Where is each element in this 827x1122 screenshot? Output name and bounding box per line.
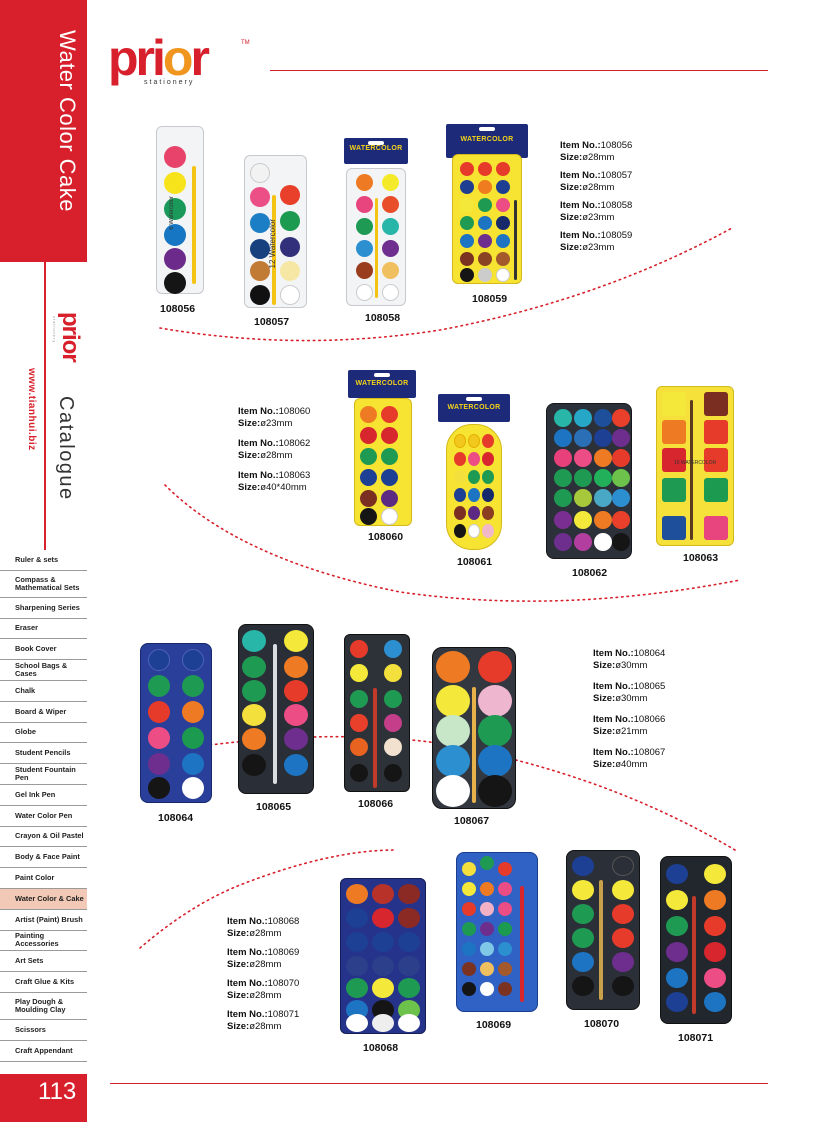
product-code: 108068 xyxy=(363,1042,399,1054)
product-code: 108060 xyxy=(368,531,404,543)
nav-item-body-paint[interactable]: Body & Face Paint xyxy=(0,847,87,869)
sidebar-red-band xyxy=(0,0,87,262)
nav-item-fountain-pen[interactable]: Student Fountain Pen xyxy=(0,764,87,785)
nav-item-globe[interactable]: Globe xyxy=(0,723,87,744)
sidebar-brand-sub: stationery xyxy=(52,316,57,344)
sidebar-brand-logo: prior xyxy=(57,312,84,362)
product-code: 108069 xyxy=(476,1019,512,1031)
product-108066[interactable] xyxy=(344,628,410,792)
nav-item-sharpening[interactable]: Sharpening Series xyxy=(0,598,87,619)
header-rule xyxy=(270,70,768,71)
tray-print: 6 Watercolor xyxy=(169,196,175,230)
product-code: 108061 xyxy=(457,556,493,568)
product-code: 108065 xyxy=(256,801,292,813)
product-108058[interactable]: WATERCOLOR xyxy=(344,138,408,308)
nav-item-ruler[interactable]: Ruler & sets xyxy=(0,550,87,571)
nav-item-craft-appendant[interactable]: Craft Appendant xyxy=(0,1041,87,1062)
product-code: 108071 xyxy=(678,1032,714,1044)
nav-item-book-cover[interactable]: Book Cover xyxy=(0,639,87,661)
logo-tm: TM xyxy=(241,40,250,46)
footer-red-band xyxy=(0,1074,87,1122)
logo-wordmark: prior xyxy=(108,30,210,86)
sidebar-divider xyxy=(44,262,46,550)
product-108065[interactable] xyxy=(238,624,314,796)
tray-print: 10 WATERCOLOR xyxy=(673,460,717,466)
nav-item-brush[interactable]: Artist (Paint) Brush xyxy=(0,910,87,931)
product-code: 108070 xyxy=(584,1018,620,1030)
package-label: WATERCOLOR xyxy=(460,136,514,143)
product-code: 108067 xyxy=(454,815,490,827)
product-code: 108057 xyxy=(254,316,290,328)
brand-logo: prior TM stationery xyxy=(108,30,250,86)
nav-item-gel-pen[interactable]: Gel Ink Pen xyxy=(0,785,87,806)
nav-item-water-color-cake[interactable]: Water Color & Cake xyxy=(0,888,87,910)
nav-item-chalk[interactable]: Chalk xyxy=(0,681,87,702)
nav-item-art-sets[interactable]: Art Sets xyxy=(0,951,87,973)
product-108061[interactable]: WATERCOLOR xyxy=(438,394,510,552)
catalogue-label: Catalogue xyxy=(55,396,77,501)
website-link[interactable]: www.tianhui.biz xyxy=(26,368,37,451)
product-108057[interactable]: 12 Watercolor xyxy=(244,155,307,310)
section-title: Water Color Cake xyxy=(55,30,80,213)
product-code: 108058 xyxy=(365,312,401,324)
product-code: 108062 xyxy=(572,567,608,579)
category-nav: Ruler & sets Compass & Mathematical Sets… xyxy=(0,550,87,1062)
package-label: WATERCOLOR xyxy=(447,404,501,411)
product-code: 108064 xyxy=(158,812,194,824)
footer-rule xyxy=(110,1083,768,1084)
product-108070[interactable] xyxy=(566,850,640,1012)
product-108063[interactable]: 10 WATERCOLOR xyxy=(656,386,734,548)
product-108064[interactable] xyxy=(140,643,212,805)
package-label: WATERCOLOR xyxy=(349,145,403,152)
product-code: 108063 xyxy=(683,552,719,564)
nav-item-scissors[interactable]: Scissors xyxy=(0,1020,87,1041)
package-label: WATERCOLOR xyxy=(355,380,409,387)
product-108062[interactable] xyxy=(546,403,632,561)
nav-item-paint-color[interactable]: Paint Color xyxy=(0,868,87,889)
product-108059[interactable]: WATERCOLOR xyxy=(446,124,528,286)
product-code: 108066 xyxy=(358,798,394,810)
nav-item-board[interactable]: Board & Wiper xyxy=(0,702,87,723)
nav-item-crayon[interactable]: Crayon & Oil Pastel xyxy=(0,827,87,848)
paint-tray xyxy=(140,643,212,803)
tray-print: 12 Watercolor xyxy=(268,219,277,269)
product-108056[interactable]: 6 Watercolor xyxy=(156,126,206,296)
nav-item-water-color-pen[interactable]: Water Color Pen xyxy=(0,806,87,827)
product-108071[interactable] xyxy=(660,856,732,1026)
page-number: 113 xyxy=(38,1078,77,1105)
nav-item-craft-glue[interactable]: Craft Glue & Kits xyxy=(0,972,87,993)
logo-sub: stationery xyxy=(144,79,195,86)
nav-item-painting-accessories[interactable]: Painting Accessories xyxy=(0,931,87,952)
nav-item-compass[interactable]: Compass & Mathematical Sets xyxy=(0,571,87,598)
product-code: 108059 xyxy=(472,293,508,305)
product-108068[interactable] xyxy=(340,878,426,1036)
nav-item-school-bags[interactable]: School Bags & Cases xyxy=(0,660,87,681)
nav-item-eraser[interactable]: Eraser xyxy=(0,619,87,640)
product-108069[interactable] xyxy=(456,852,538,1014)
nav-item-pencils[interactable]: Student Pencils xyxy=(0,743,87,765)
product-code: 108056 xyxy=(160,303,196,315)
product-108060[interactable]: WATERCOLOR xyxy=(348,370,416,528)
product-108067[interactable] xyxy=(432,647,516,811)
nav-item-play-dough[interactable]: Play Dough & Moulding Clay xyxy=(0,993,87,1020)
